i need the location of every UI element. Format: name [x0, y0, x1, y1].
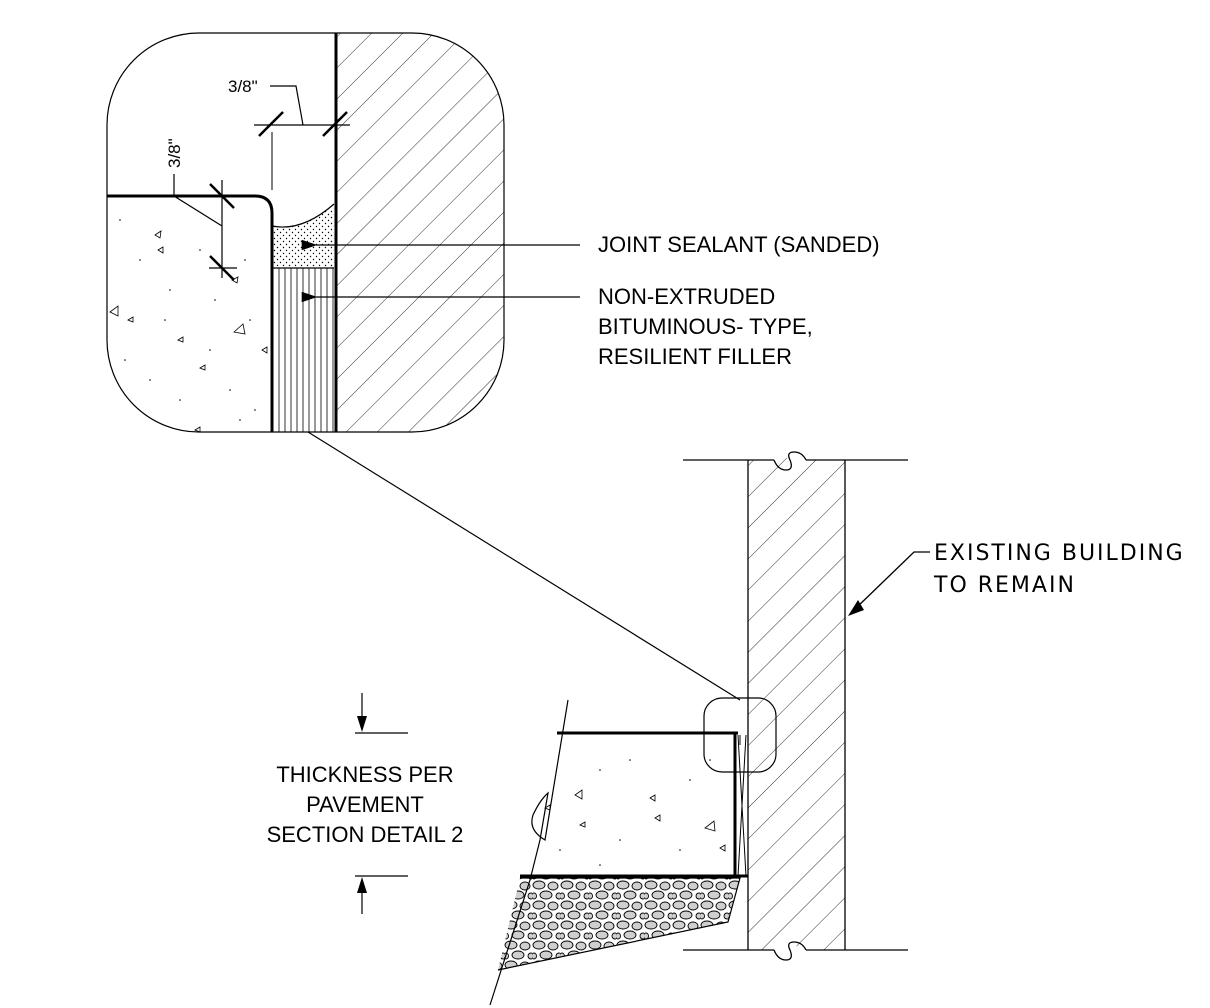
- building-leader: [853, 551, 930, 611]
- building-leader-arrow: [848, 600, 864, 616]
- dim-vertical-text: 3/8": [165, 138, 184, 168]
- building-wall-hatch: [748, 456, 845, 954]
- section-view: [355, 451, 930, 1006]
- label-joint-sealant: JOINT SEALANT (SANDED): [598, 232, 880, 257]
- slab-aggregate: [544, 789, 726, 852]
- joint-filler-section: [737, 734, 747, 877]
- slab-dots: [559, 759, 711, 866]
- sealant-surface: [271, 203, 335, 228]
- concrete-dots: [119, 219, 256, 421]
- label-building-line2: TO REMAIN: [933, 573, 1076, 598]
- joint-sealant: [272, 204, 334, 268]
- wall-hatch: [336, 33, 504, 432]
- label-thickness-line2: PAVEMENT: [306, 792, 424, 817]
- detail-connector-line: [307, 431, 741, 701]
- label-filler-line2: BITUMINOUS- TYPE,: [598, 314, 813, 339]
- thickness-dimension: [355, 693, 408, 914]
- break-line: [489, 699, 569, 1006]
- concrete-slab: [520, 733, 735, 876]
- slab-edge: [107, 194, 274, 432]
- enlarged-joint-detail: 3/8" 3/8": [106, 32, 580, 433]
- label-building-line1: EXISTING BUILDING: [934, 541, 1185, 566]
- gravel-base: [498, 878, 740, 970]
- label-filler-line1: NON-EXTRUDED: [598, 284, 775, 309]
- section-callout-bubble: [703, 697, 777, 773]
- resilient-filler: [272, 268, 334, 432]
- label-thickness-line3: SECTION DETAIL 2: [267, 822, 464, 847]
- dim-horizontal-text: 3/8": [228, 77, 258, 96]
- building-wall-outline: [683, 451, 908, 961]
- dim-vertical: 3/8": [165, 138, 237, 281]
- concrete-aggregate: [109, 230, 268, 432]
- label-thickness-line1: THICKNESS PER: [276, 762, 453, 787]
- gravel-outline: [497, 877, 741, 971]
- dim-horizontal: 3/8": [228, 77, 350, 190]
- label-filler-line3: RESILIENT FILLER: [598, 344, 792, 369]
- detail-bubble-outline: [106, 32, 505, 433]
